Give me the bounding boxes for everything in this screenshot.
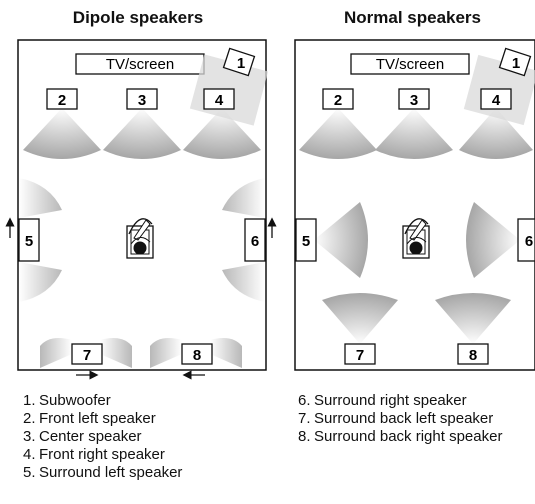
normal-fan-8 <box>435 293 511 344</box>
legend-item: 2.Front left speaker <box>23 410 156 427</box>
dipole-speaker-1-label: 1 <box>237 55 245 72</box>
dipole-speaker-1: 1 <box>222 47 256 77</box>
legend-item: 8.Surround back right speaker <box>298 428 503 445</box>
normal-speaker-5: 5 <box>295 218 317 262</box>
normal-speaker-8-label: 8 <box>469 347 477 364</box>
normal-speaker-1: 1 <box>498 47 532 77</box>
legend-item: 1.Subwoofer <box>23 392 111 409</box>
normal-fan-7 <box>322 293 398 344</box>
legend-item: 3.Center speaker <box>23 428 142 445</box>
dipole-speaker-3: 3 <box>126 88 158 110</box>
dipole-fan-6-lower <box>222 262 265 302</box>
dipole-fan-7-right <box>100 338 132 368</box>
dipole-panel-title: Dipole speakers <box>72 8 204 27</box>
normal-speaker-4: 4 <box>480 88 512 110</box>
normal-speaker-7-label: 7 <box>356 347 364 364</box>
legend-left-column: 1.Subwoofer 2.Front left speaker 3.Cente… <box>23 392 278 482</box>
dipole-speaker-4: 4 <box>203 88 235 110</box>
dipole-panel: TV/screen 1 2 3 <box>5 39 277 380</box>
dipole-fan-5-lower <box>19 262 62 302</box>
dipole-fan-2 <box>23 108 101 159</box>
dipole-speaker-5-label: 5 <box>25 233 33 250</box>
legend-item: 6.Surround right speaker <box>298 392 467 409</box>
legend-item: 4.Front right speaker <box>23 446 165 463</box>
normal-tv-screen-label: TV/screen <box>376 56 444 73</box>
dipole-speaker-8: 8 <box>181 343 213 365</box>
legend-right-column: 6.Surround right speaker 7.Surround back… <box>298 392 534 446</box>
dipole-speaker-5: 5 <box>18 218 40 262</box>
normal-speaker-1-label: 1 <box>512 55 520 72</box>
dipole-speaker-7: 7 <box>71 343 103 365</box>
normal-speaker-3-label: 3 <box>410 92 418 109</box>
normal-fan-6 <box>466 202 520 278</box>
dipole-fan-8-left <box>150 338 182 368</box>
legend-item: 5.Surround left speaker <box>23 464 183 481</box>
dipole-fan-7-left <box>40 338 72 368</box>
dipole-speaker-2: 2 <box>46 88 78 110</box>
dipole-speaker-8-label: 8 <box>193 347 201 364</box>
dipole-fan-8-right <box>210 338 242 368</box>
normal-fan-4 <box>459 108 533 159</box>
dipole-speaker-2-label: 2 <box>58 92 66 109</box>
dipole-speaker-3-label: 3 <box>138 92 146 109</box>
normal-speaker-2: 2 <box>322 88 354 110</box>
normal-speaker-8: 8 <box>457 343 489 365</box>
dipole-fan-6-upper <box>222 178 265 218</box>
normal-fan-3 <box>375 108 453 159</box>
legend-item: 7.Surround back left speaker <box>298 410 494 427</box>
normal-panel: TV/screen 1 2 3 4 5 <box>294 39 535 371</box>
normal-tv-screen <box>350 53 470 75</box>
normal-speaker-6-label: 6 <box>525 233 533 250</box>
normal-speaker-7: 7 <box>344 343 376 365</box>
normal-speaker-5-label: 5 <box>302 233 310 250</box>
dipole-fan-5-upper <box>19 178 62 218</box>
dipole-speaker-6-label: 6 <box>251 233 259 250</box>
normal-fan-5 <box>314 202 368 278</box>
normal-speaker-6: 6 <box>517 218 535 262</box>
dipole-tv-screen-label: TV/screen <box>106 56 174 73</box>
normal-fan-2 <box>299 108 377 159</box>
dipole-speaker-7-label: 7 <box>83 347 91 364</box>
dipole-fan-4 <box>183 108 261 159</box>
normal-speaker-4-label: 4 <box>492 92 501 109</box>
normal-speaker-2-label: 2 <box>334 92 342 109</box>
dipole-fan-3 <box>103 108 181 159</box>
dipole-speaker-6: 6 <box>244 218 266 262</box>
dipole-speaker-4-label: 4 <box>215 92 224 109</box>
normal-speaker-3: 3 <box>398 88 430 110</box>
normal-panel-title: Normal speakers <box>343 8 482 27</box>
